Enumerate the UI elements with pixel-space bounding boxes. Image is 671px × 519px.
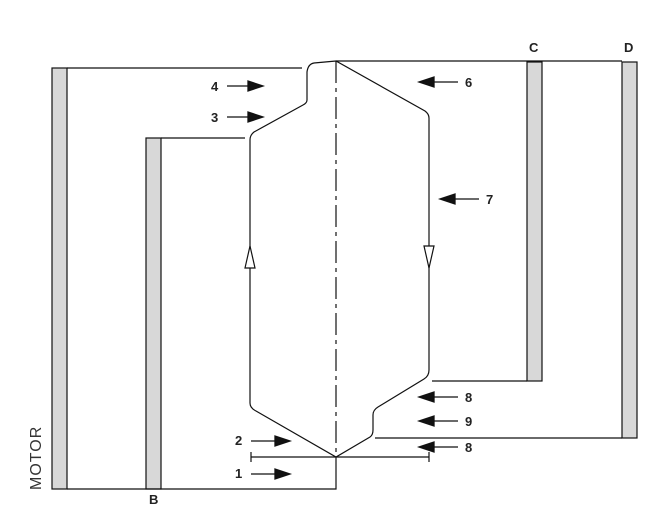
down-arrow-icon: [423, 245, 435, 269]
step-label-3: 3: [211, 110, 218, 125]
left-arrow-icon: [437, 193, 479, 205]
right-arrow-icon: [227, 111, 266, 123]
label-motor: MOTOR: [28, 426, 45, 490]
left-arrow-icon: [416, 415, 458, 427]
bar-d: [621, 61, 638, 439]
step-label-6: 6: [465, 75, 472, 90]
label-c: C: [529, 40, 539, 55]
step-label-2: 2: [235, 433, 242, 448]
right-arrow-icon: [227, 80, 266, 92]
up-arrow-icon: [244, 245, 256, 269]
right-arrow-icon: [251, 468, 293, 480]
label-b: B: [149, 492, 158, 507]
tool-profile: [249, 60, 430, 458]
left-arrow-icon: [416, 391, 458, 403]
step-label-7: 7: [486, 192, 493, 207]
right-arrow-icon: [251, 435, 293, 447]
step-label-8b: 8: [465, 440, 472, 455]
bar-b: [145, 137, 162, 490]
step-label-9: 9: [465, 414, 472, 429]
bar-c: [526, 61, 543, 382]
label-d: D: [624, 40, 633, 55]
bottom-line: [67, 457, 337, 490]
left-arrow-icon: [416, 76, 458, 88]
motor-bar: [51, 67, 68, 490]
step-label-4: 4: [211, 79, 219, 94]
step-label-8a: 8: [465, 390, 472, 405]
step-label-1: 1: [235, 466, 242, 481]
left-arrow-icon: [416, 441, 458, 453]
